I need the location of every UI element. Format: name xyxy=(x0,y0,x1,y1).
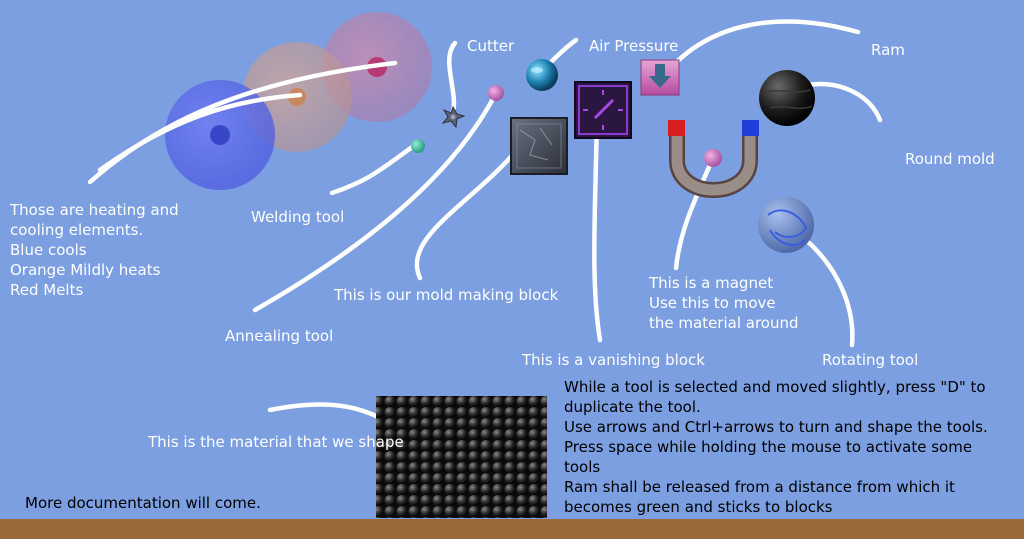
black-sphere-icon[interactable] xyxy=(759,70,815,126)
blue-orb-icon[interactable] xyxy=(526,59,558,91)
stone-block-icon[interactable] xyxy=(510,117,568,175)
instruction-line: becomes green and sticks to blocks xyxy=(564,498,833,516)
instruction-line: tools xyxy=(564,458,601,476)
label-line: the material around xyxy=(649,314,799,332)
annealing-tool-label: Annealing tool xyxy=(225,327,334,345)
teal-ball-icon[interactable] xyxy=(411,139,425,153)
heating-elements-label: Those are heating and cooling elements. … xyxy=(10,200,179,300)
instruction-line: Use arrows and Ctrl+arrows to turn and s… xyxy=(564,418,988,436)
more-docs-label: More documentation will come. xyxy=(25,494,261,512)
material-label: This is the material that we shape xyxy=(148,433,404,451)
shuriken-icon[interactable] xyxy=(441,105,466,129)
label-line: This is a magnet xyxy=(649,274,774,292)
label-line: Blue cools xyxy=(10,241,87,259)
label-line: cooling elements. xyxy=(10,221,144,239)
welding-tool-label: Welding tool xyxy=(251,208,345,226)
mold-block-label: This is our mold making block xyxy=(334,286,559,304)
horseshoe-magnet-icon[interactable] xyxy=(668,120,759,198)
label-line: Orange Mildly heats xyxy=(10,261,161,279)
label-line: Use this to move xyxy=(649,294,776,312)
ground xyxy=(0,519,1024,539)
cutter-label: Cutter xyxy=(467,37,515,55)
instruction-line: Ram shall be released from a distance fr… xyxy=(564,478,955,496)
cool-element-core xyxy=(210,125,230,145)
pink-ball-icon[interactable] xyxy=(488,85,504,101)
swirl-sphere-icon[interactable] xyxy=(758,197,814,253)
vanishing-block-label: This is a vanishing block xyxy=(522,351,705,369)
label-line: Those are heating and xyxy=(10,201,179,219)
clock-block-icon[interactable] xyxy=(574,81,632,139)
material-block[interactable] xyxy=(376,396,547,518)
air-pressure-label: Air Pressure xyxy=(589,37,679,55)
round-mold-label: Round mold xyxy=(905,150,995,168)
instruction-line: Press space while holding the mouse to a… xyxy=(564,438,973,456)
instruction-line: While a tool is selected and moved sligh… xyxy=(564,378,986,396)
instructions: While a tool is selected and moved sligh… xyxy=(564,377,988,517)
rotating-tool-label: Rotating tool xyxy=(822,351,919,369)
label-line: Red Melts xyxy=(10,281,84,299)
magnet-label: This is a magnet Use this to move the ma… xyxy=(649,273,799,333)
instruction-line: duplicate the tool. xyxy=(564,398,701,416)
ram-label: Ram xyxy=(871,41,905,59)
down-arrow-block-icon[interactable] xyxy=(640,59,680,96)
